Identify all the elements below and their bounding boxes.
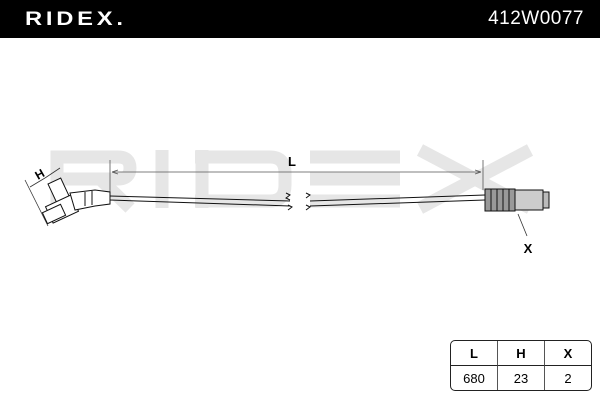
connector-leader [517, 213, 528, 237]
value-cell: 23 [498, 366, 545, 390]
connector [484, 188, 550, 212]
value-cell: 680 [451, 366, 498, 390]
cable [109, 192, 486, 211]
connector-label: X [524, 241, 533, 256]
table-header-row: L H X [451, 341, 591, 366]
header-cell: X [545, 341, 591, 366]
header-bar: RIDEX. 412W0077 [0, 0, 600, 38]
dimensions-table: L H X 680 23 2 [450, 340, 592, 391]
header-cell: H [498, 341, 545, 366]
length-dimension [109, 160, 484, 200]
height-dimension [24, 167, 61, 227]
height-label: H [33, 166, 48, 182]
sensor-head [41, 177, 111, 225]
length-label: L [288, 154, 296, 169]
brand-logo: RIDEX. [25, 9, 127, 30]
part-number: 412W0077 [488, 8, 584, 29]
sensor-diagram: L H X [24, 144, 550, 256]
header-cell: L [451, 341, 498, 366]
value-cell: 2 [564, 370, 572, 386]
table-row: 680 23 2 [451, 366, 591, 390]
